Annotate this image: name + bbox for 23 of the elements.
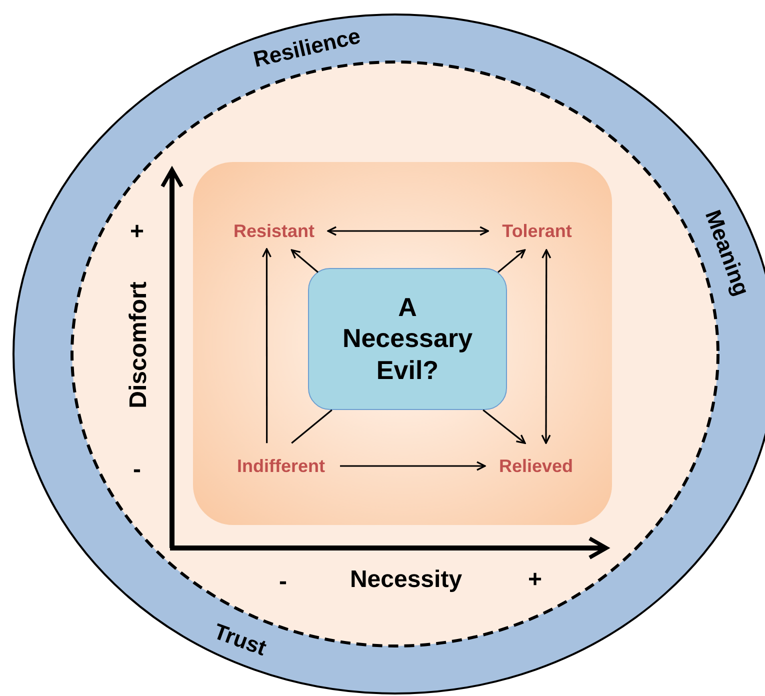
ring-label: Resilience xyxy=(251,23,363,73)
state-label: Tolerant xyxy=(490,218,584,244)
axis-sign: - xyxy=(133,456,141,484)
ring-label: Trust xyxy=(210,618,270,662)
state-label: Indifferent xyxy=(222,453,340,479)
arrow xyxy=(290,249,318,273)
axis-title: Discomfort xyxy=(125,282,153,408)
axis-sign: + xyxy=(130,218,144,246)
axis-sign: + xyxy=(528,566,542,594)
state-label: Relieved xyxy=(486,453,586,479)
arrow xyxy=(482,409,526,444)
question-box: A Necessary Evil? xyxy=(308,268,507,410)
arrow xyxy=(340,461,486,471)
arrow xyxy=(541,249,552,444)
arrow xyxy=(327,226,489,236)
axis-sign: - xyxy=(279,568,287,596)
connector-line xyxy=(291,409,332,444)
ring-band xyxy=(12,13,765,695)
arrow xyxy=(498,249,526,273)
arrow xyxy=(262,248,272,444)
state-label: Resistant xyxy=(222,218,326,244)
state-panel xyxy=(193,162,612,525)
axis-title: Necessity xyxy=(350,566,462,594)
